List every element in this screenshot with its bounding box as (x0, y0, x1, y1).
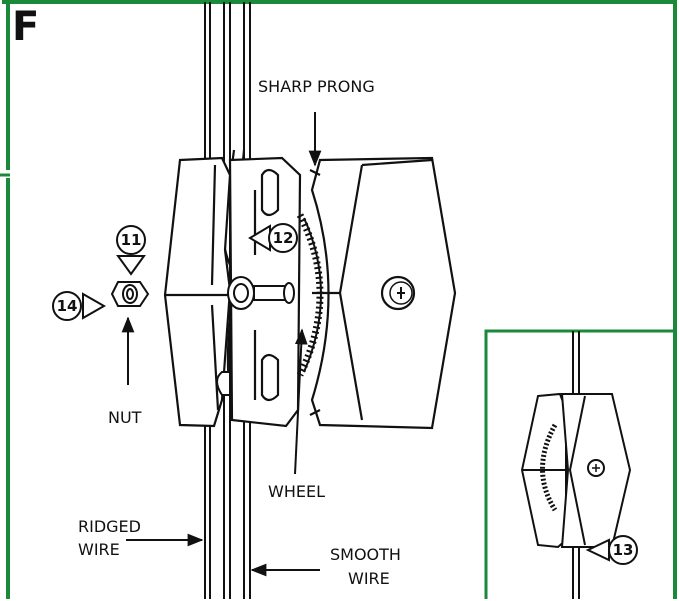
label-nut: NUT (108, 408, 142, 427)
callout-13: 13 (585, 535, 638, 565)
arrow-wheel (294, 328, 308, 475)
label-sharp-prong: SHARP PRONG (258, 77, 375, 96)
center-bolt (227, 276, 295, 310)
nut-icon (110, 281, 150, 307)
svg-text:14: 14 (57, 297, 78, 315)
label-ridged-wire-1: RIDGED (78, 517, 141, 536)
panel-letter: F (12, 4, 39, 50)
svg-text:12: 12 (273, 229, 294, 247)
callout-11: 11 (116, 225, 146, 276)
callout-12: 12 (248, 223, 298, 253)
label-ridged-wire-2: WIRE (78, 540, 120, 559)
gear-wheel-icon (296, 213, 324, 377)
svg-text:13: 13 (613, 541, 634, 559)
label-smooth-wire-1: SMOOTH (330, 545, 401, 564)
callout-14: 14 (52, 291, 107, 321)
svg-text:11: 11 (121, 231, 142, 249)
inset-panel (484, 329, 675, 599)
label-smooth-wire-2: WIRE (348, 569, 390, 588)
lower-tab (216, 371, 231, 396)
label-wheel: WHEEL (268, 482, 325, 501)
screw-head-icon (380, 275, 416, 311)
inset-screw-head-icon (587, 459, 605, 477)
left-clamp-body (163, 156, 302, 428)
